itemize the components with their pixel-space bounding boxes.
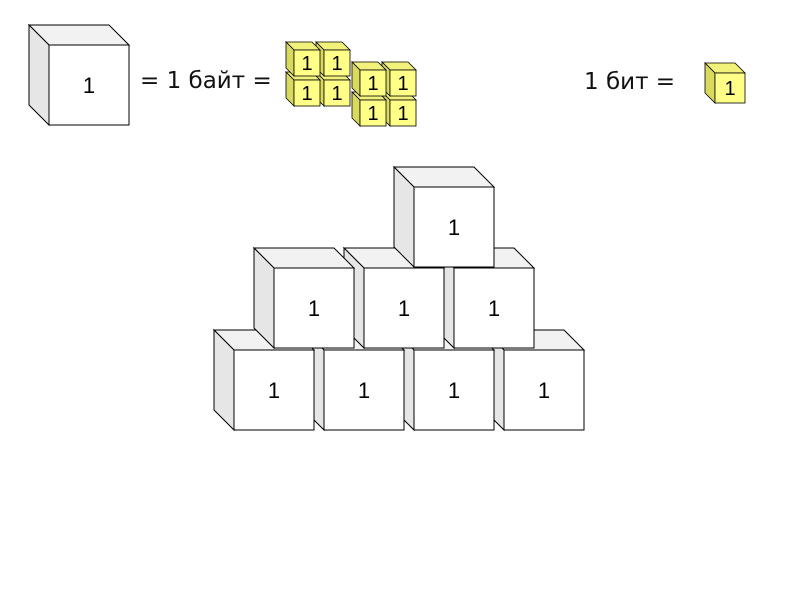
- cube-label: 1: [308, 296, 320, 321]
- cube-label: 1: [83, 73, 95, 98]
- pyramid-cube-row-3: 1: [392, 165, 496, 269]
- cube-front-face: [714, 72, 746, 104]
- cube-front-face: [323, 79, 351, 107]
- bit-cube: 1: [381, 91, 417, 127]
- cube-label: 1: [448, 215, 460, 240]
- cube-front-face: [293, 49, 321, 77]
- cube-front-face: [413, 349, 495, 431]
- cube-label: 1: [397, 103, 408, 125]
- cube-front-face: [273, 267, 355, 349]
- byte-cube: 1: [27, 23, 131, 127]
- bit-cube-back: 1: [285, 41, 321, 77]
- cube-front-face: [293, 79, 321, 107]
- cube-front-face: [48, 44, 130, 126]
- cube-label: 1: [367, 103, 378, 125]
- cube-label: 1: [448, 378, 460, 403]
- cube-label: 1: [358, 378, 370, 403]
- single-bit-cube: 1: [704, 62, 746, 104]
- cube-front-face: [413, 186, 495, 268]
- bit-cube-back: 1: [315, 71, 351, 107]
- cube-label: 1: [331, 53, 342, 75]
- cube-label: 1: [301, 83, 312, 105]
- pyramid-cube-row-2: 1: [252, 246, 356, 350]
- cube-front-face: [503, 349, 585, 431]
- cube-label: 1: [268, 378, 280, 403]
- bit-cube: 1: [351, 91, 387, 127]
- cube-label: 1: [724, 78, 735, 100]
- cube-front-face: [359, 99, 387, 127]
- bit-cube: 1: [381, 61, 417, 97]
- bit-cube-back: 1: [315, 41, 351, 77]
- bit-equation-text: 1 бит =: [584, 69, 676, 95]
- cube-front-face: [389, 69, 417, 97]
- cube-front-face: [389, 99, 417, 127]
- cube-front-face: [453, 267, 535, 349]
- cube-label: 1: [538, 378, 550, 403]
- cube-front-face: [363, 267, 445, 349]
- cube-label: 1: [367, 73, 378, 95]
- cube-label: 1: [301, 53, 312, 75]
- cube-label: 1: [398, 296, 410, 321]
- cube-label: 1: [331, 83, 342, 105]
- cube-label: 1: [488, 296, 500, 321]
- cube-front-face: [359, 69, 387, 97]
- bit-cube: 1: [351, 61, 387, 97]
- cube-front-face: [233, 349, 315, 431]
- byte-equation-text: = 1 байт =: [140, 68, 272, 94]
- cube-front-face: [323, 349, 405, 431]
- bit-cube-back: 1: [285, 71, 321, 107]
- cube-label: 1: [397, 73, 408, 95]
- cube-front-face: [323, 49, 351, 77]
